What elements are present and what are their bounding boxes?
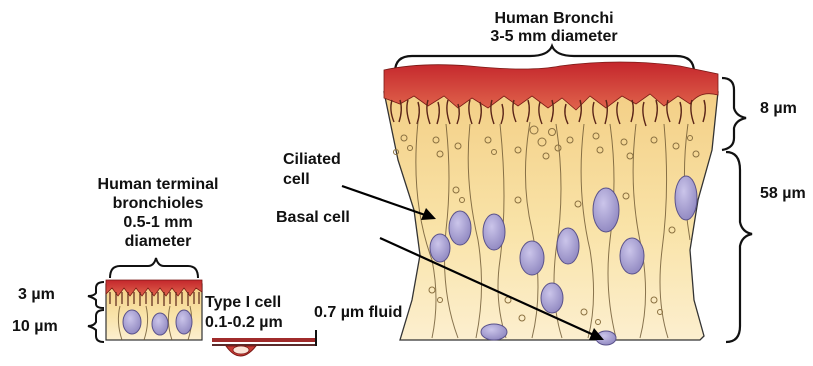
bronchioles-title-line3: 0.5-1 mm xyxy=(123,213,192,232)
bronchi-8um-label: 8 µm xyxy=(760,99,797,118)
ciliated-cell-label-line2: cell xyxy=(283,170,310,189)
fluid-thickness-label: 0.7 µm fluid xyxy=(314,303,402,322)
bronchioles-epithelium xyxy=(106,280,202,340)
type-i-cell xyxy=(212,330,316,356)
bronchioles-10um-label: 10 µm xyxy=(12,317,58,336)
ciliated-cell-label-line1: Ciliated xyxy=(283,150,341,169)
bronchioles-3um-brace xyxy=(88,282,104,308)
bronchi-58um-label: 58 µm xyxy=(760,184,806,203)
bronchioles-10um-brace xyxy=(88,310,104,342)
type-i-cell-thickness: 0.1-0.2 µm xyxy=(205,313,283,332)
type-i-cell-label: Type I cell xyxy=(205,293,281,312)
bronchi-diameter: 3-5 mm diameter xyxy=(490,27,617,46)
bronchi-58um-brace xyxy=(726,152,752,342)
bronchioles-title-line2: bronchioles xyxy=(113,194,204,213)
bronchioles-title-line4: diameter xyxy=(125,232,192,251)
bronchioles-title-line1: Human terminal xyxy=(98,175,219,194)
bronchi-epithelium xyxy=(384,62,718,345)
bronchioles-3um-label: 3 µm xyxy=(18,285,55,304)
bronchi-title: Human Bronchi xyxy=(494,9,613,28)
basal-cell-label: Basal cell xyxy=(276,208,350,227)
bronchioles-width-brace xyxy=(110,258,198,278)
bronchi-8um-brace xyxy=(722,78,746,150)
